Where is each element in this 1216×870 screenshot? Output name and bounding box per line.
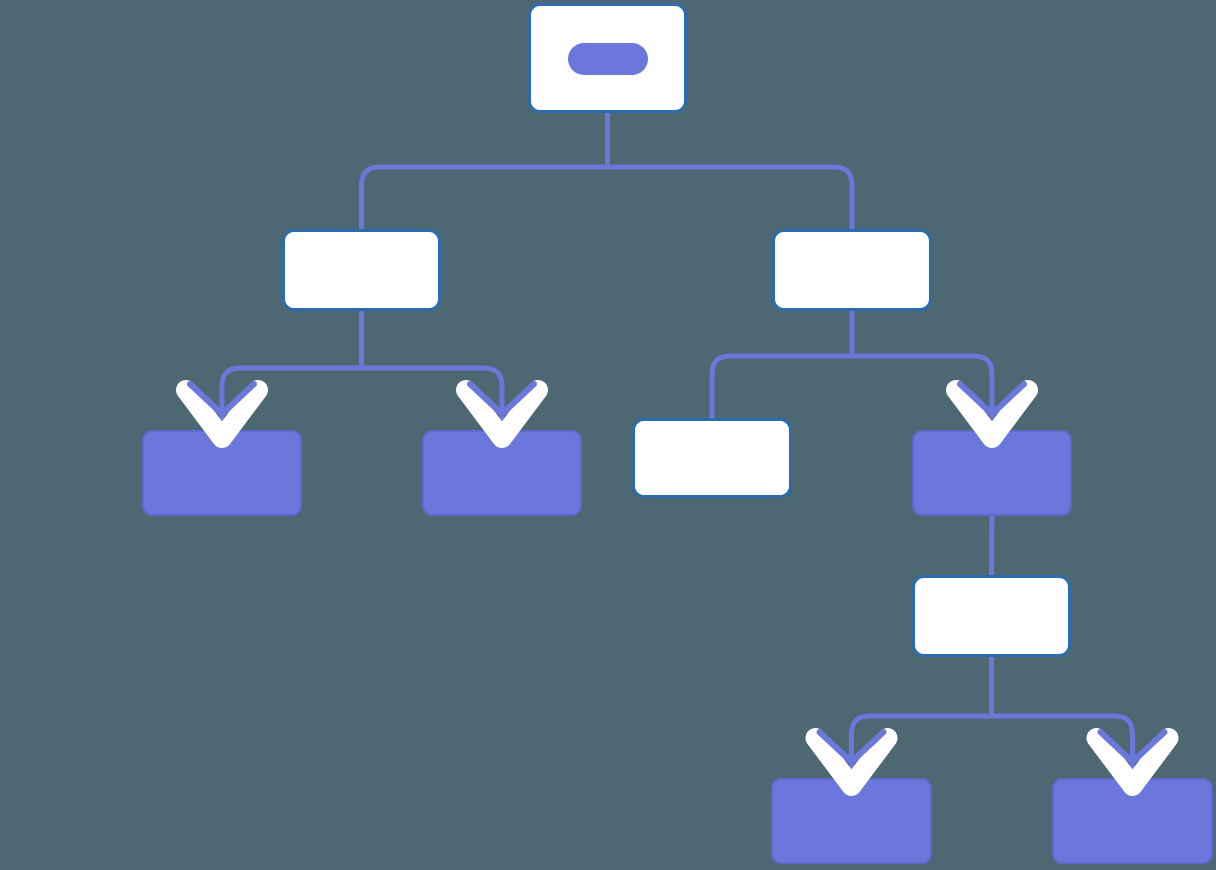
edge-l1left-to-leaf-a [219, 365, 362, 430]
level4-leaf-right[interactable] [1052, 778, 1213, 864]
edge-root-to-level1-left [359, 164, 608, 229]
edge-branch-to-l3 [989, 515, 995, 576]
edge-l1right-to-white-leaf [709, 353, 852, 418]
root-node[interactable] [528, 3, 687, 113]
level4-leaf-left[interactable] [771, 778, 932, 864]
edge-l3-to-leaf-right [991, 713, 1135, 778]
level1-right-node[interactable] [772, 229, 932, 311]
edge-l1left-to-leaf-b [361, 365, 505, 430]
edge-l3-to-leaf-left [849, 713, 992, 778]
edge-root-to-level1-right [607, 164, 855, 229]
level2-leaf-a[interactable] [142, 430, 302, 516]
root-pill-shape [568, 43, 648, 75]
level2-leaf-b[interactable] [422, 430, 582, 516]
edge-l1right-to-branch [852, 353, 995, 430]
level1-left-node[interactable] [282, 229, 441, 311]
level2-white-leaf[interactable] [632, 418, 792, 498]
level2-branch-node[interactable] [912, 430, 1072, 516]
level3-white-node[interactable] [912, 575, 1071, 657]
